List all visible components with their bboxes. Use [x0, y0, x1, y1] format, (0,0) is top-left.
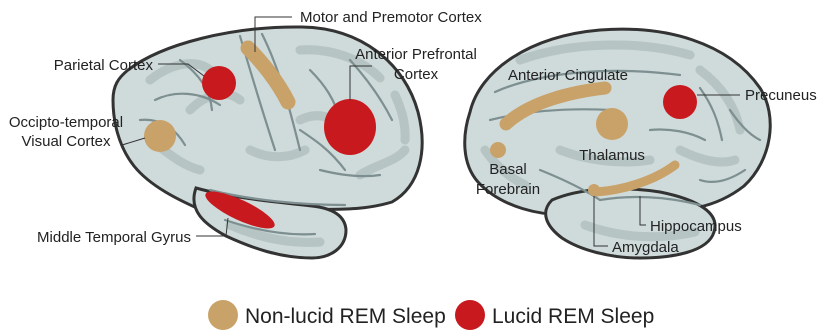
label-thalamus: Thalamus: [579, 147, 645, 164]
label-parietal: Parietal Cortex: [54, 57, 154, 74]
label-occipito-2: Visual Cortex: [22, 133, 111, 150]
amygdala-activation: [588, 184, 600, 196]
label-basal-forebrain-2: Forebrain: [476, 181, 540, 198]
thalamus-activation: [596, 108, 628, 140]
precuneus-activation: [663, 85, 697, 119]
label-middle-temporal: Middle Temporal Gyrus: [37, 229, 191, 246]
parietal-activation: [202, 66, 236, 100]
label-anterior-prefrontal-1: Anterior Prefrontal: [355, 46, 477, 63]
label-motor-premotor: Motor and Premotor Cortex: [300, 9, 482, 26]
occipito-temporal-activation: [144, 120, 176, 152]
anterior-prefrontal-activation: [324, 99, 376, 155]
legend-non-lucid-swatch: [208, 300, 238, 330]
label-anterior-cingulate: Anterior Cingulate: [508, 67, 628, 84]
legend-lucid-swatch: [455, 300, 485, 330]
legend-non-lucid-label: Non-lucid REM Sleep: [245, 305, 446, 328]
label-hippocampus: Hippocampus: [650, 218, 742, 235]
label-precuneus: Precuneus: [745, 87, 817, 104]
legend: Non-lucid REM Sleep Lucid REM Sleep: [208, 300, 654, 330]
label-occipito-1: Occipto-temporal: [9, 114, 123, 131]
label-basal-forebrain-1: Basal: [489, 161, 527, 178]
legend-lucid-label: Lucid REM Sleep: [492, 305, 654, 328]
label-amygdala: Amygdala: [612, 239, 679, 256]
basal-forebrain-activation: [490, 142, 506, 158]
label-anterior-prefrontal-2: Cortex: [394, 66, 439, 83]
